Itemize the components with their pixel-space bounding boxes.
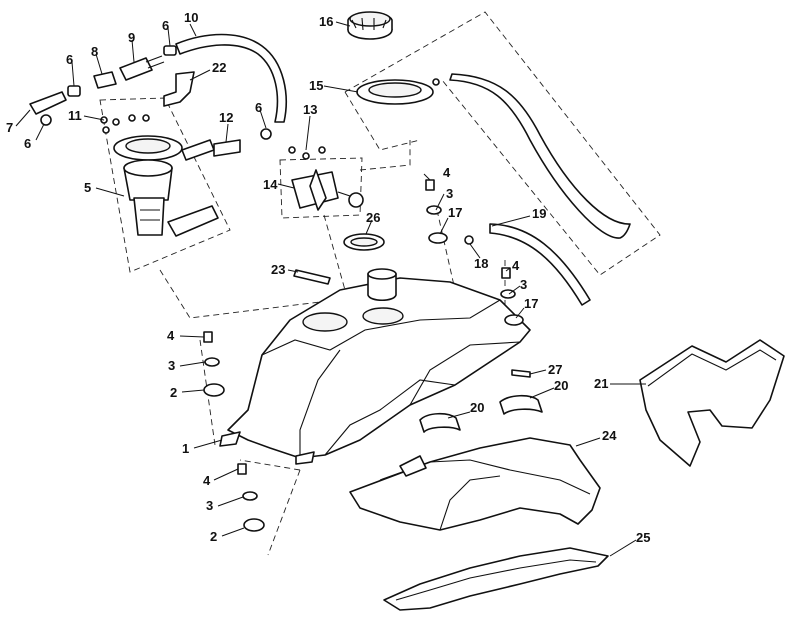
callout-13: 13 [303, 102, 317, 117]
part-5-fuel-pump [100, 114, 219, 237]
callout-17-upper: 17 [448, 205, 462, 220]
part-13-screw-b [302, 152, 310, 160]
part-9-filter [119, 57, 153, 81]
callout-3-left-lower: 3 [206, 498, 213, 513]
part-7-hose [29, 91, 67, 115]
callout-6-c: 6 [162, 18, 169, 33]
part-8-sleeve [93, 71, 117, 89]
part-15-filler-ring [356, 78, 440, 105]
callout-27: 27 [548, 362, 562, 377]
callout-4-right-upper: 4 [443, 165, 451, 180]
part-13-screw-c [318, 146, 326, 154]
part-4-bolt-d [501, 267, 511, 279]
part-6-clamp-a [40, 114, 52, 126]
fuel-line-components [29, 45, 177, 126]
part-22-bracket [163, 71, 195, 107]
callout-1: 1 [182, 441, 189, 456]
callout-4-left-upper: 4 [167, 328, 175, 343]
part-6-clamp-b [67, 85, 81, 97]
callout-2-lower: 2 [210, 529, 217, 544]
callout-24: 24 [602, 428, 617, 443]
part-14-vent-valve [288, 146, 364, 211]
callout-3-right-lower: 3 [520, 277, 527, 292]
callout-10: 10 [184, 10, 198, 25]
callout-5: 5 [84, 180, 91, 195]
breather-hose [449, 73, 631, 239]
callout-6-a: 6 [24, 136, 31, 151]
callout-19: 19 [532, 206, 546, 221]
callout-6-d: 6 [255, 100, 262, 115]
part-1-fuel-tank [219, 268, 531, 465]
mounting-hardware [203, 179, 524, 532]
part-17-grommet-b [504, 314, 524, 326]
callout-leaders [15, 21, 646, 557]
part-4-bolt-b [237, 463, 247, 475]
part-2-grommet-b [243, 518, 265, 532]
part-26-gasket [343, 233, 385, 251]
part-18-clip [464, 235, 474, 245]
callout-21: 21 [594, 376, 608, 391]
callout-23: 23 [271, 262, 285, 277]
part-17-grommet-a [428, 232, 448, 244]
part-6-clamp-c [163, 45, 177, 56]
callout-14: 14 [263, 177, 278, 192]
callout-6-b: 6 [66, 52, 73, 67]
part-20-pads [419, 394, 543, 433]
part-25-under-pan [383, 547, 609, 611]
callout-18: 18 [474, 256, 488, 271]
part-21-foam-pad [639, 339, 785, 467]
part-3-washer-c [426, 205, 442, 215]
callout-3-right-upper: 3 [446, 186, 453, 201]
callout-20-right: 20 [554, 378, 568, 393]
part-3-washer-a [204, 357, 220, 367]
callout-2-upper: 2 [170, 385, 177, 400]
part-12-fitting [181, 128, 272, 161]
callout-22: 22 [212, 60, 226, 75]
callout-labels: 1 2 2 3 3 3 3 4 4 4 4 5 6 6 6 6 7 8 9 10… [6, 10, 650, 545]
callout-8: 8 [91, 44, 98, 59]
callout-26: 26 [366, 210, 380, 225]
part-13-screw-a [288, 146, 296, 154]
assembly-guide-lines [99, 11, 661, 556]
callout-17-lower: 17 [524, 296, 538, 311]
part-3-washer-b [242, 491, 258, 501]
part-23-strap [293, 269, 331, 285]
part-10-fuel-hose [175, 33, 287, 123]
callout-9: 9 [128, 30, 135, 45]
part-24-heat-shield [349, 437, 601, 531]
callout-20-left: 20 [470, 400, 484, 415]
callout-15: 15 [309, 78, 323, 93]
callout-25: 25 [636, 530, 650, 545]
part-2-grommet-a [203, 383, 225, 397]
callout-4-left-lower: 4 [203, 473, 211, 488]
callout-12: 12 [219, 110, 233, 125]
callout-3-left-upper: 3 [168, 358, 175, 373]
callout-4-right-lower: 4 [512, 258, 520, 273]
part-19-vent-hose [489, 223, 591, 306]
callout-16: 16 [319, 14, 333, 29]
part-4-bolt-c [425, 179, 435, 191]
callout-11: 11 [68, 108, 82, 123]
part-16-fuel-cap [347, 11, 393, 40]
part-4-bolt-a [203, 331, 213, 343]
part-27-pin [511, 369, 531, 378]
callout-7: 7 [6, 120, 13, 135]
